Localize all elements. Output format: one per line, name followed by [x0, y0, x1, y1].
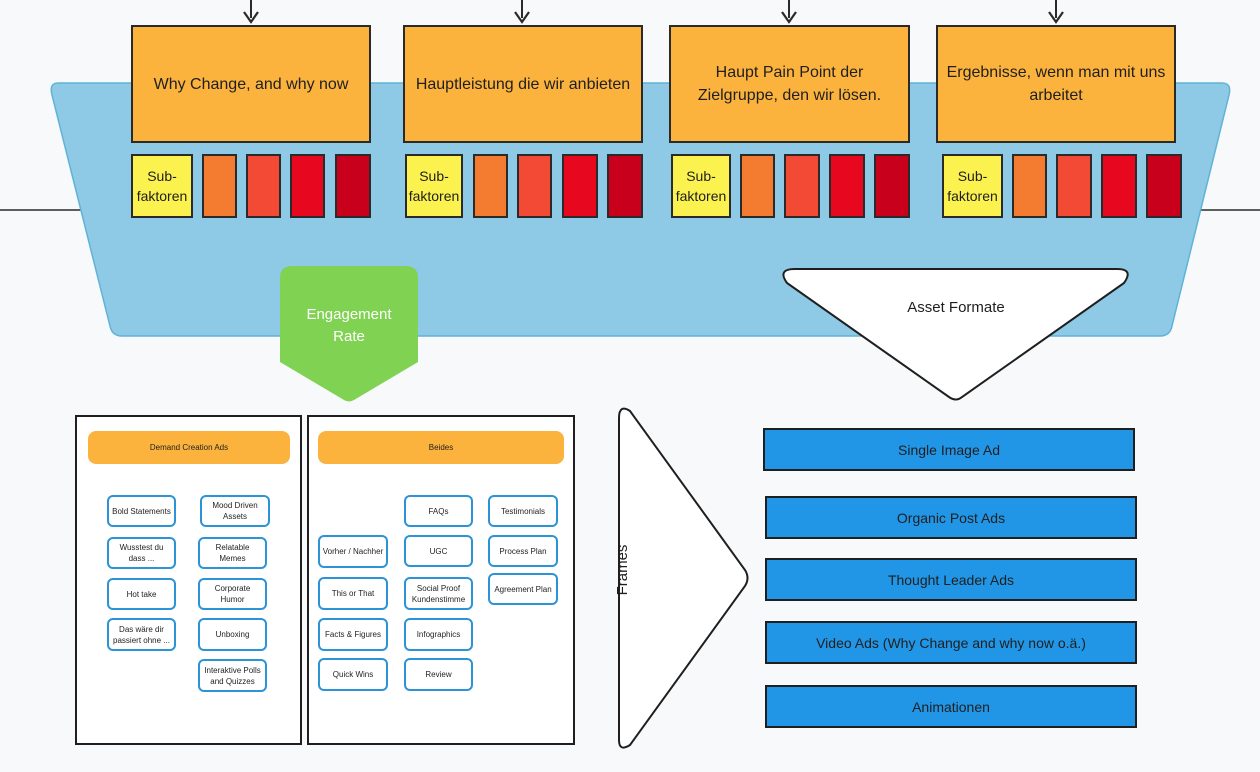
down-arrow-icon — [1048, 0, 1064, 24]
content-chip: UGC — [404, 535, 473, 567]
down-arrow-icon — [514, 0, 530, 24]
format-single-image-ad: Single Image Ad — [763, 428, 1135, 471]
factor-square — [335, 154, 371, 218]
content-chip: Infographics — [404, 618, 473, 651]
top-box-label: Why Change, and why now — [153, 75, 349, 93]
top-box-ergebnisse: Ergebnisse, wenn man mit uns arbeitet — [936, 25, 1176, 143]
top-box-hauptleistung: Hauptleistung die wir anbieten — [403, 25, 643, 143]
sub-faktoren-box: Sub-faktoren — [131, 154, 193, 218]
sub-faktoren-label: Sub-faktoren — [136, 168, 188, 204]
panel-header: Demand Creation Ads — [88, 431, 290, 464]
content-chip: Vorher / Nachher — [318, 535, 388, 568]
content-chip: Relatable Memes — [198, 537, 267, 569]
sub-faktoren-box: Sub-faktoren — [942, 154, 1003, 218]
top-box-label: Haupt Pain Point der Zielgruppe, den wir… — [697, 64, 882, 104]
top-box-label: Ergebnisse, wenn man mit uns arbeitet — [946, 64, 1166, 104]
sub-faktoren-box: Sub-faktoren — [671, 154, 731, 218]
content-chip: Quick Wins — [318, 658, 388, 691]
panel-header: Beides — [318, 431, 564, 464]
format-organic-post-ads: Organic Post Ads — [765, 496, 1137, 539]
top-box-label: Hauptleistung die wir anbieten — [415, 75, 631, 93]
factor-square — [1146, 154, 1182, 218]
content-chip: Agreement Plan — [488, 573, 558, 605]
factor-square — [607, 154, 643, 218]
factor-square — [1056, 154, 1092, 218]
factor-square — [290, 154, 325, 218]
sub-faktoren-box: Sub-faktoren — [405, 154, 463, 218]
content-chip: Interaktive Polls and Quizzes — [198, 659, 267, 692]
factor-square — [1101, 154, 1137, 218]
content-chip: Process Plan — [488, 535, 558, 567]
content-chip: Social Proof Kundenstimme — [404, 577, 473, 610]
sub-faktoren-label: Sub-faktoren — [408, 168, 460, 204]
sub-faktoren-label: Sub-faktoren — [947, 168, 998, 204]
factor-square — [246, 154, 281, 218]
engagement-rate-label: Engagement Rate — [306, 306, 392, 345]
frames-triangle — [618, 407, 749, 749]
factor-square — [517, 154, 552, 218]
content-chip: Facts & Figures — [318, 618, 388, 651]
factor-square — [202, 154, 237, 218]
content-chip: Bold Statements — [107, 495, 176, 527]
content-chip: Mood Driven Assets — [200, 495, 270, 527]
asset-formate-label: Asset Formate — [907, 299, 1005, 316]
content-chip: FAQs — [404, 495, 473, 527]
content-chip: Unboxing — [198, 618, 267, 651]
factor-square — [784, 154, 820, 218]
content-chip: Testimonials — [488, 495, 558, 527]
top-box-why-change: Why Change, and why now — [131, 25, 371, 143]
asset-formate-triangle — [782, 268, 1129, 401]
down-arrow-icon — [243, 0, 259, 24]
format-animationen: Animationen — [765, 685, 1137, 728]
factor-square — [473, 154, 508, 218]
sub-faktoren-label: Sub-faktoren — [675, 168, 727, 204]
engagement-arrow-shape — [280, 266, 418, 402]
content-chip: Das wäre dir passiert ohne ... — [107, 618, 176, 651]
down-arrow-icon — [781, 0, 797, 24]
content-chip: Wusstest du dass ... — [107, 537, 176, 569]
content-chip: Hot take — [107, 578, 176, 610]
content-chip: Corporate Humor — [198, 578, 267, 610]
content-chip: Review — [404, 658, 473, 691]
format-thought-leader-ads: Thought Leader Ads — [765, 558, 1137, 601]
factor-square — [740, 154, 775, 218]
factor-square — [1012, 154, 1047, 218]
factor-square — [829, 154, 865, 218]
format-video-ads: Video Ads (Why Change and why now o.ä.) — [765, 621, 1137, 664]
content-chip: This or That — [318, 577, 388, 610]
top-box-pain-point: Haupt Pain Point der Zielgruppe, den wir… — [669, 25, 910, 143]
factor-square — [874, 154, 910, 218]
frames-label: Frames — [614, 544, 631, 596]
factor-square — [562, 154, 598, 218]
